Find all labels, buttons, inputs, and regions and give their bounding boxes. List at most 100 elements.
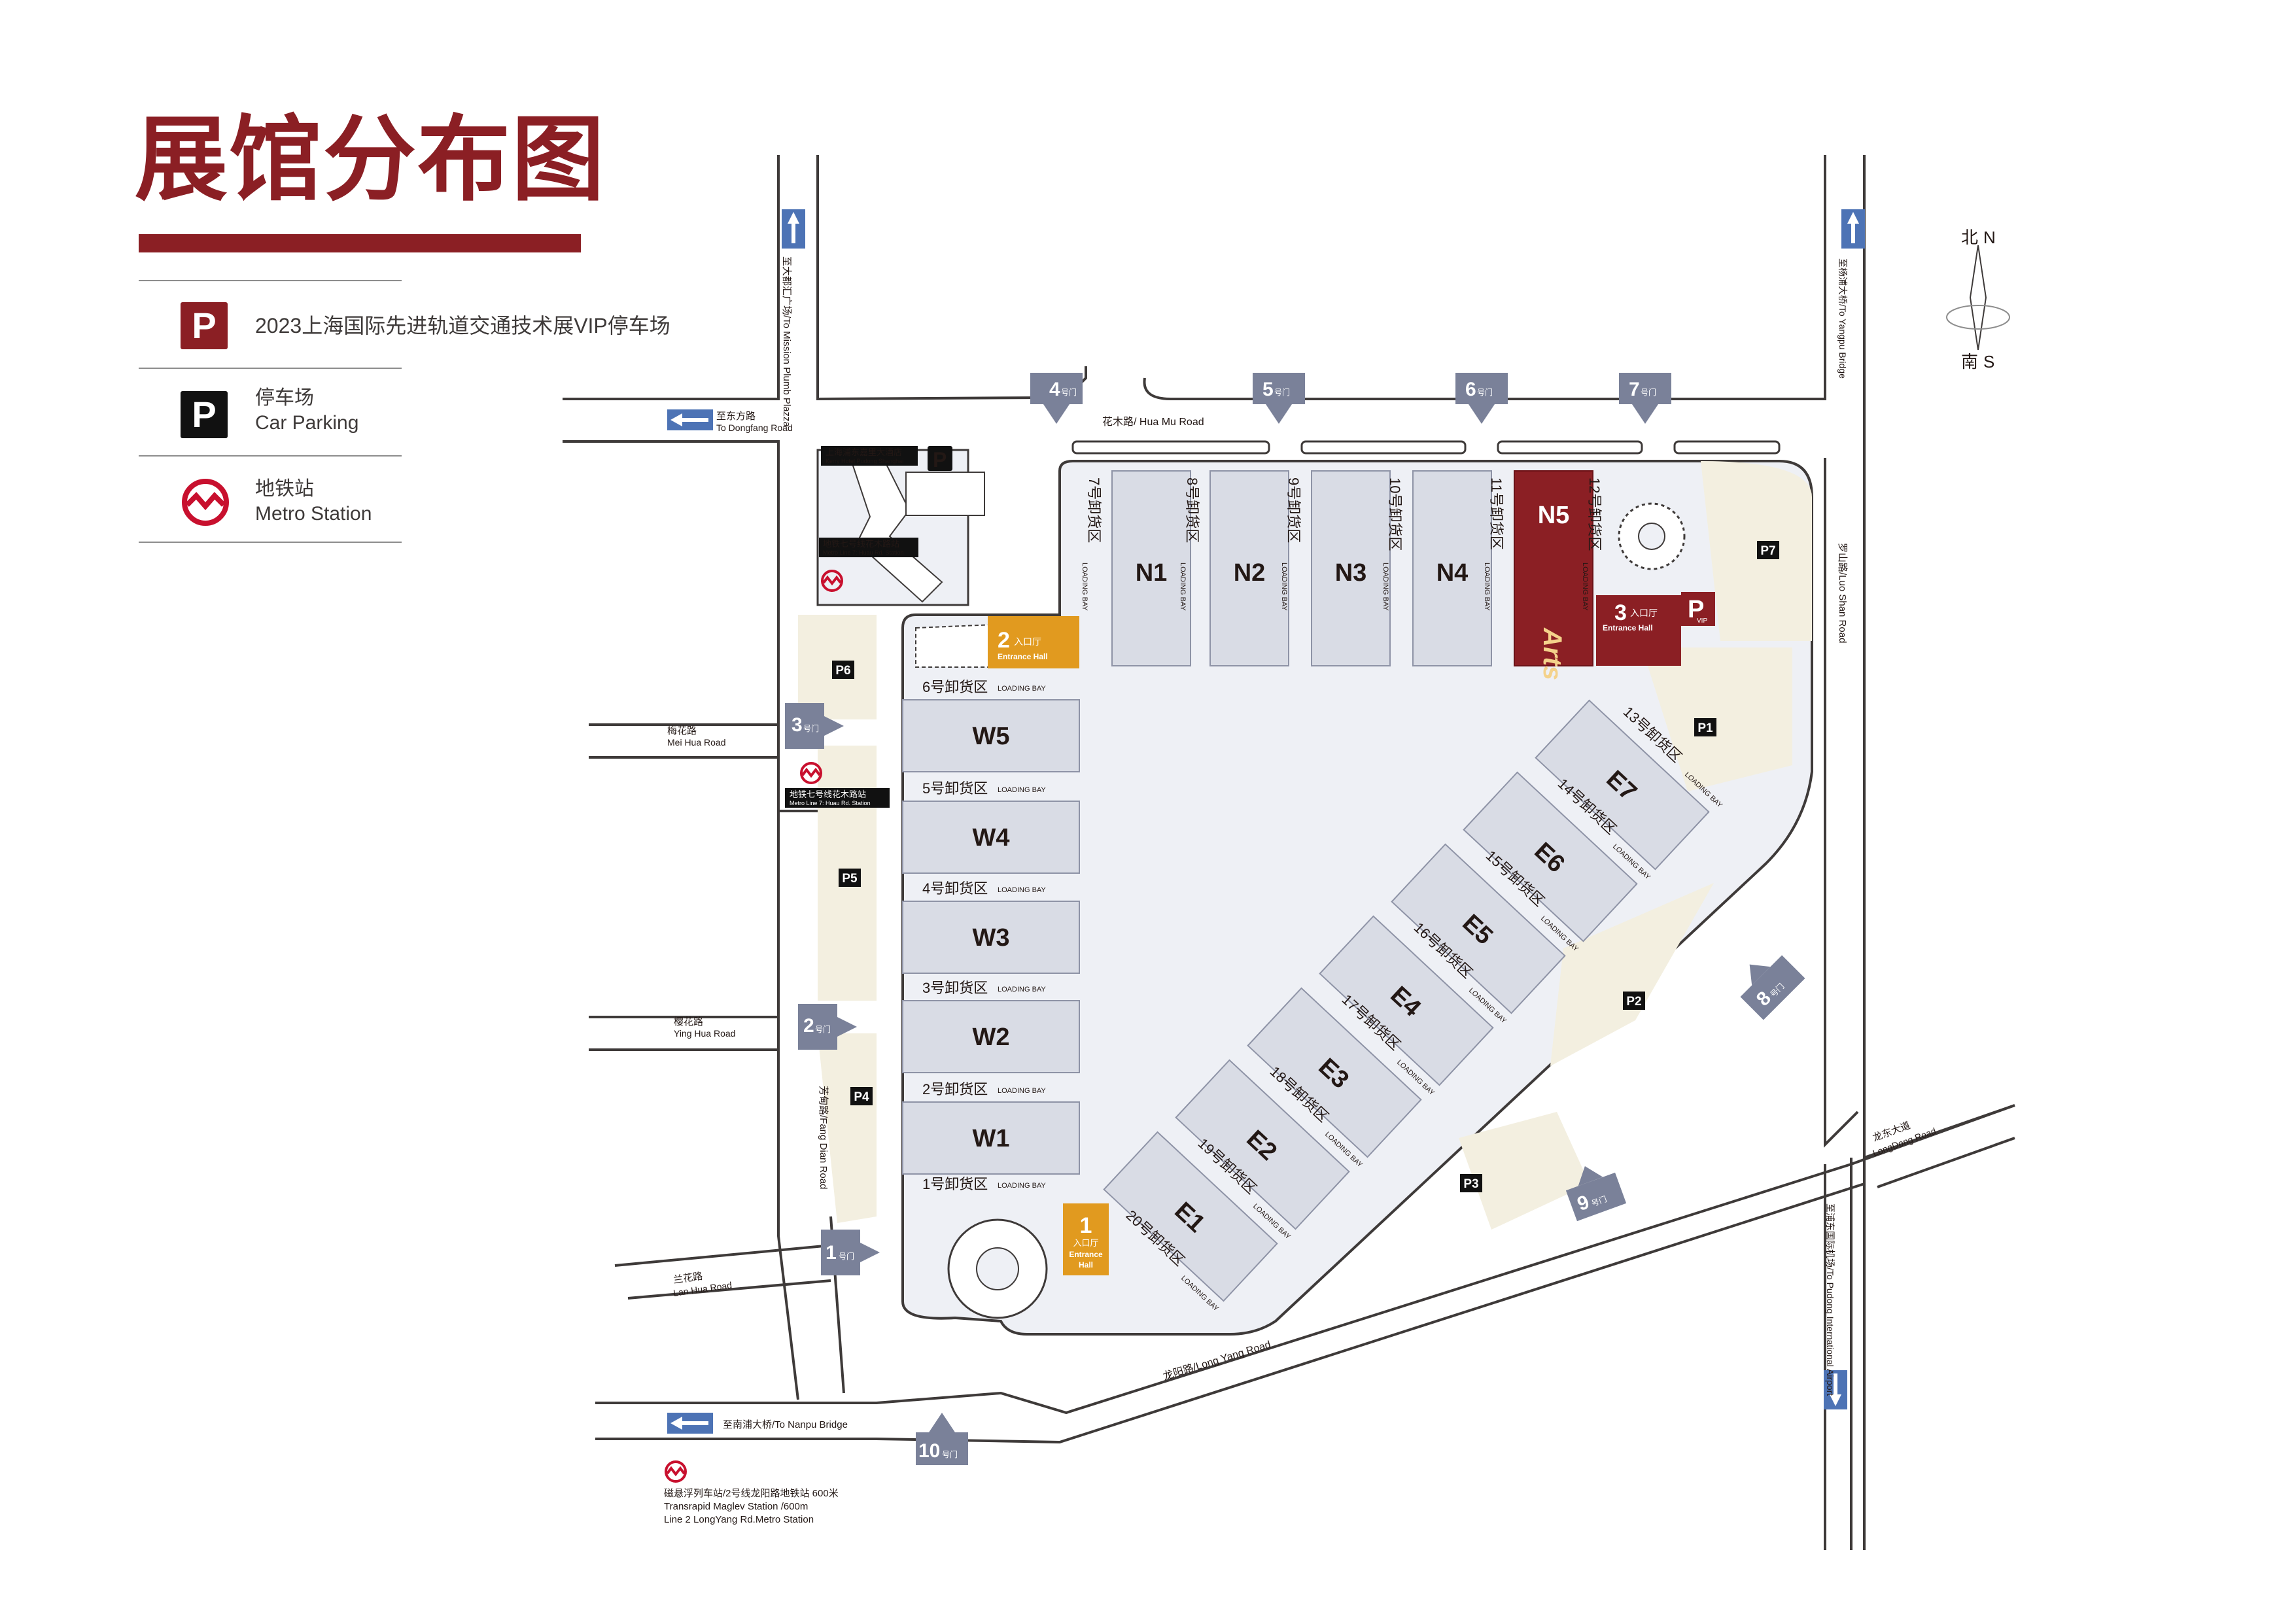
compass: 北 N 南 S — [1946, 228, 2010, 371]
parking-p3: P3 — [1463, 1177, 1478, 1191]
metro7-west-cn: 地铁七号线花木路站 — [790, 789, 866, 799]
site-area — [901, 460, 1813, 1336]
maglev-station: 磁悬浮列车站/2号线龙阳路地铁站 600米 Transrapid Maglev … — [664, 1460, 839, 1525]
direction-arrows — [667, 209, 1865, 1434]
svg-text:号门: 号门 — [942, 1449, 958, 1459]
svg-text:6: 6 — [1465, 379, 1476, 400]
hall-w2: W2 — [973, 1024, 1010, 1051]
loading-bay-label: LOADING BAY — [1581, 562, 1589, 611]
svg-text:号门: 号门 — [1061, 387, 1077, 397]
hall-w5: W5 — [973, 723, 1010, 750]
legend-divider — [139, 455, 402, 457]
svg-text:10: 10 — [918, 1440, 940, 1462]
svg-text:号门: 号门 — [1477, 387, 1493, 397]
loading-bay-label: LOADING BAY — [998, 685, 1046, 693]
kerry-parking-icon: P — [933, 448, 947, 472]
road-fangdian: 芳甸路/Fang Dian Road — [818, 1086, 829, 1189]
compass-north-en: N — [1983, 228, 1996, 247]
west-halls: W5 W4 W3 W2 W1 6号卸货区 5号卸货区 4号卸货区 3号卸货区 2… — [902, 679, 1080, 1192]
vip-parking-sub: VIP — [1697, 617, 1707, 625]
parking-p7: P7 — [1760, 544, 1775, 558]
maglev-line-3: Line 2 LongYang Rd.Metro Station — [664, 1514, 814, 1525]
parking-p4: P4 — [854, 1090, 869, 1104]
entrance1-en-1: Entrance — [1069, 1250, 1103, 1259]
bay-3: 3号卸货区 — [922, 980, 988, 996]
bay-1: 1号卸货区 — [922, 1176, 988, 1192]
entrance3-cn: 入口厅 — [1630, 608, 1658, 618]
loading-bay-label: LOADING BAY — [1179, 562, 1187, 611]
hall-n1: N1 — [1136, 559, 1168, 587]
loading-bay-label: LOADING BAY — [1280, 562, 1288, 611]
bay-9: 9号卸货区 — [1285, 477, 1302, 543]
metro-legend-icon — [182, 479, 229, 526]
hua-mu-sidewalks — [1071, 440, 1781, 455]
entrance3-en: Entrance Hall — [1603, 623, 1653, 632]
road-dongfang-cn: 至东方路 — [716, 411, 756, 422]
entrance1-cn: 入口厅 — [1073, 1238, 1098, 1248]
parking-p5: P5 — [842, 872, 858, 886]
legend-metro-cn: 地铁站 — [255, 478, 314, 500]
maglev-line-1: 磁悬浮列车站/2号线龙阳路地铁站 600米 — [664, 1488, 839, 1499]
loading-bay-label: LOADING BAY — [1081, 562, 1088, 611]
compass-south-en: S — [1983, 352, 1994, 371]
compass-south-cn: 南 — [1961, 352, 1978, 371]
svg-text:7: 7 — [1629, 379, 1640, 400]
loading-bay-label: LOADING BAY — [998, 986, 1046, 993]
bay-4: 4号卸货区 — [922, 880, 988, 897]
metro7-north-en: Metro Line 7: Huau Rd. Station — [823, 549, 904, 556]
bay-6: 6号卸货区 — [922, 679, 988, 695]
loading-bay-label: LOADING BAY — [998, 786, 1046, 794]
bay-12: 12号卸货区 — [1586, 477, 1603, 551]
parking-p2: P2 — [1626, 995, 1641, 1009]
page-title: 展馆分布图 — [135, 106, 606, 214]
bay-11: 11号卸货区 — [1488, 477, 1505, 550]
road-nanpu: 至南浦大桥/To Nanpu Bridge — [723, 1419, 848, 1430]
entrance3-num: 3 — [1614, 600, 1627, 625]
parking-p1: P1 — [1697, 721, 1713, 735]
loading-bay-label: LOADING BAY — [998, 1182, 1046, 1190]
parking-icon: P — [181, 391, 228, 438]
loading-bay-label: LOADING BAY — [1382, 562, 1389, 611]
svg-text:号门: 号门 — [803, 723, 819, 733]
maglev-line-2: Transrapid Maglev Station /600m — [664, 1501, 808, 1512]
road-airport: 至浦东国际机场/To Pudong International Airport — [1825, 1203, 1835, 1396]
entrance-hall-2: 2 入口厅 Entrance Hall — [915, 616, 1079, 668]
road-meihua-cn: 梅花路 — [667, 725, 697, 736]
road-meihua-en: Mei Hua Road — [667, 737, 726, 748]
legend-vip-parking-label: 2023上海国际先进轨道交通技术展VIP停车场 — [255, 314, 670, 337]
n5-arts-sign: Arts — [1538, 627, 1567, 680]
bay-8: 8号卸货区 — [1184, 477, 1200, 543]
hall-n5: N5 — [1538, 502, 1570, 529]
entrance1-en-2: Hall — [1079, 1260, 1093, 1269]
metro7-west-en: Metro Line 7: Huau Rd. Station — [790, 800, 871, 806]
loading-bay-label: LOADING BAY — [998, 886, 1046, 894]
bay-10: 10号卸货区 — [1387, 477, 1403, 551]
loading-bay-label: LOADING BAY — [998, 1087, 1046, 1095]
entrance2-en: Entrance Hall — [998, 652, 1048, 661]
road-mission-plaza: 至大都汇广场/To Mission Plumb Plazza — [781, 256, 792, 428]
legend-divider — [139, 280, 402, 281]
bay-7: 7号卸货区 — [1086, 477, 1102, 543]
entrance2-cn: 入口厅 — [1014, 636, 1041, 647]
road-luoshan: 罗山路/Luo Shan Road — [1837, 543, 1848, 643]
hall-n3: N3 — [1335, 559, 1367, 587]
entrance1-num: 1 — [1080, 1213, 1092, 1238]
svg-text:3: 3 — [791, 714, 803, 736]
parking-p6: P6 — [835, 664, 850, 678]
loading-bay-label: LOADING BAY — [1483, 562, 1491, 611]
hall-w1: W1 — [973, 1125, 1010, 1152]
legend-parking-cn: 停车场 — [255, 387, 314, 409]
gate-8: 8号门 — [1740, 955, 1805, 1020]
north-halls: N1 N2 N3 N4 N5 Arts 3 入口厅 Entrance Hall … — [1111, 470, 1715, 680]
legend-parking-en: Car Parking — [255, 412, 359, 434]
road-yinghua-cn: 樱花路 — [674, 1016, 703, 1027]
